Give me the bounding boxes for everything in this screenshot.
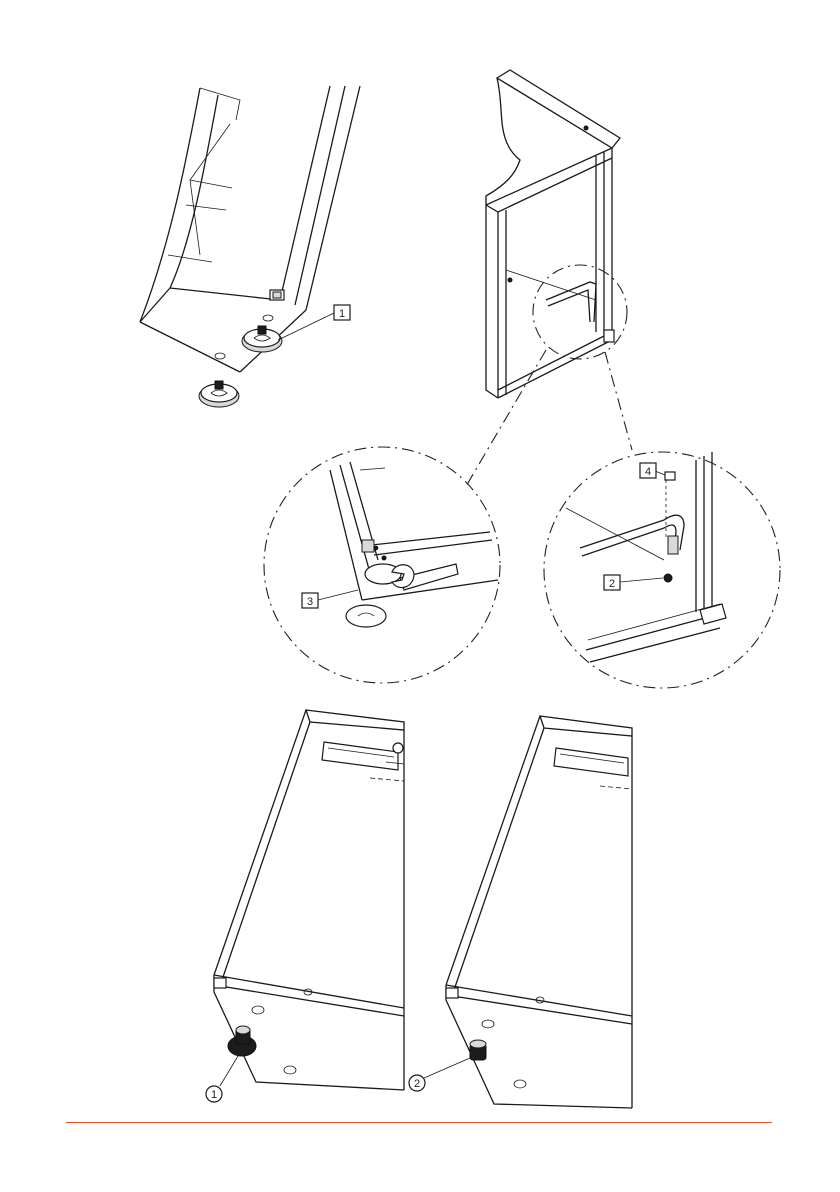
- svg-text:1: 1: [339, 308, 345, 320]
- callout-box-1-top: 1: [278, 305, 350, 340]
- svg-text:2: 2: [414, 1078, 420, 1090]
- svg-text:4: 4: [645, 466, 651, 478]
- svg-text:3: 3: [307, 596, 313, 608]
- svg-text:2: 2: [609, 578, 615, 590]
- detail-circle-small: [533, 265, 627, 359]
- svg-text:1: 1: [211, 1089, 217, 1101]
- footer-rule: [66, 1122, 772, 1123]
- leader-to-detail-right: [605, 352, 632, 450]
- callout-box-2-top: 2: [604, 575, 663, 590]
- callout-circle-1-bottom: 1: [206, 1056, 238, 1102]
- callout-circle-2-bottom: 2: [409, 1058, 470, 1091]
- callout-box-3: 3: [302, 590, 358, 608]
- leveling-cap-black: [470, 1040, 486, 1060]
- cabinet-frame-view: [486, 70, 620, 398]
- adjustable-foot-1: [242, 326, 282, 352]
- callout-box-4: 4: [640, 463, 665, 478]
- detail-hex-key: [544, 452, 780, 688]
- adjustable-foot-2: [199, 381, 239, 407]
- detail-foot-wrench: [264, 447, 500, 683]
- cabinet-underside-view: [140, 86, 360, 372]
